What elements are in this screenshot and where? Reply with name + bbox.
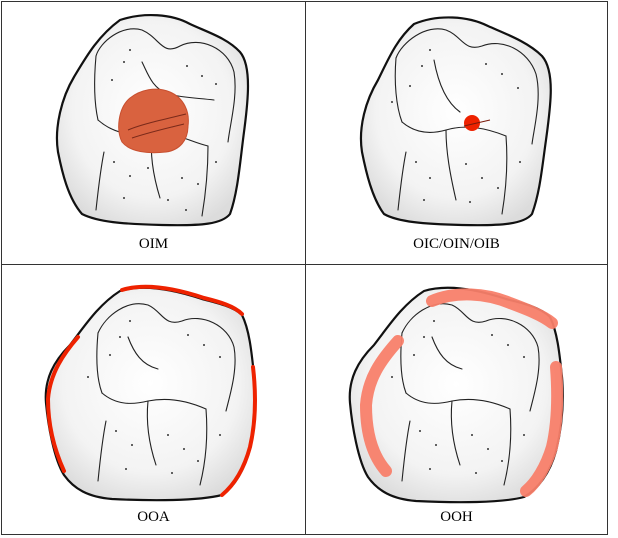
tooth-dots: [111, 49, 217, 211]
panel-caption: OOA: [137, 509, 170, 525]
tooth-oic-drawing: [359, 16, 552, 227]
ooh-band-left: [359, 335, 404, 477]
tooth-oim-drawing: [55, 13, 250, 227]
oim-groove-overlay: [127, 113, 187, 139]
ooh-band-top: [426, 288, 558, 329]
tooth-outline: [359, 16, 552, 227]
panel-oic-oin-oib: OIC/OIN/OIB: [305, 2, 607, 264]
tooth-outline: [44, 286, 257, 502]
tooth-ooh-drawing: [348, 286, 564, 504]
ooa-rim-left: [45, 335, 80, 473]
panel-oim: OIM: [2, 2, 305, 264]
tooth-grooves: [96, 303, 236, 486]
ooh-band-right: [520, 361, 564, 497]
ooa-rim-right: [220, 365, 257, 497]
tooth-ooa-drawing: [44, 284, 257, 502]
tooth-dots: [391, 320, 525, 474]
panel-caption: OIM: [138, 236, 169, 252]
tooth-diagram-grid: OIM: [1, 1, 608, 535]
tooth-dots: [87, 320, 221, 474]
ooh-highlight-rim: [359, 288, 564, 497]
oic-highlight-dot: [464, 115, 480, 131]
ooa-rim-top: [120, 284, 244, 316]
tooth-grooves: [400, 303, 540, 486]
oic-groove-overlay: [463, 119, 491, 127]
tooth-dots: [391, 49, 521, 203]
panel-ooa: OOA: [2, 264, 305, 534]
panel-caption: OIC/OIN/OIB: [413, 236, 500, 252]
ooa-highlight-rim: [45, 284, 257, 497]
panel-caption: OOH: [440, 509, 473, 525]
tooth-grooves: [394, 28, 539, 215]
oim-highlight-blob: [118, 88, 189, 154]
panel-ooh: OOH: [305, 264, 607, 534]
